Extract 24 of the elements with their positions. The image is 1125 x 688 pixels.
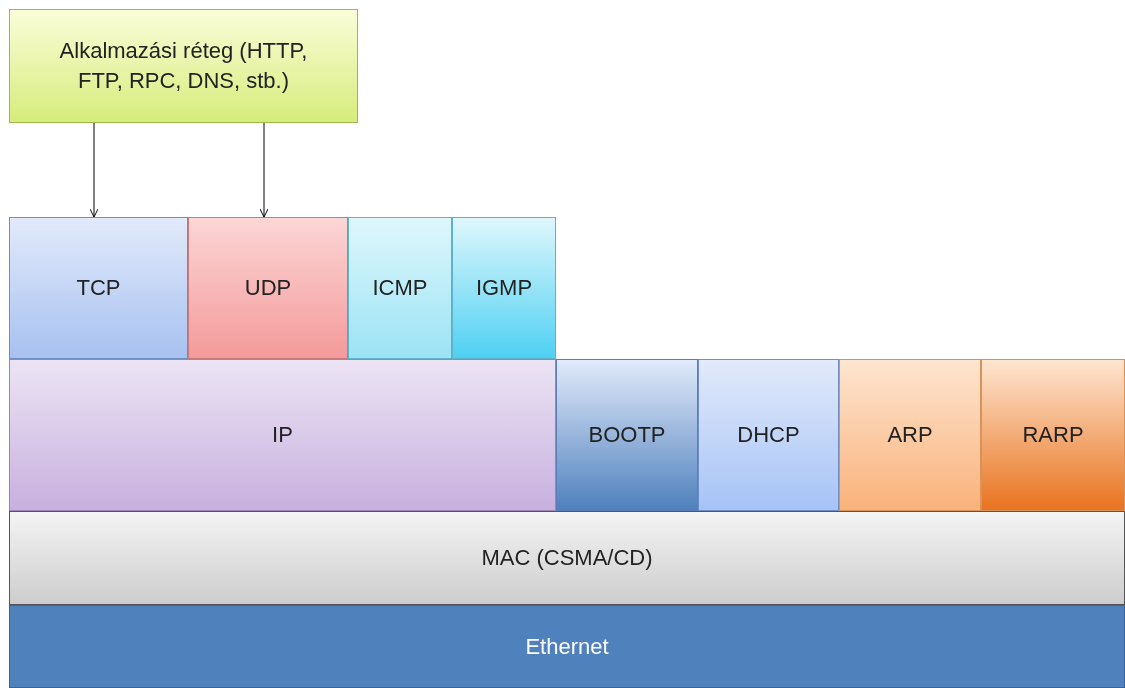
node-label: BOOTP xyxy=(588,421,666,450)
protocol-box xyxy=(839,359,981,511)
protocol-box xyxy=(348,217,452,359)
layer-box xyxy=(9,511,1125,605)
layer-box xyxy=(9,9,358,123)
node-label: Alkalmazási réteg (HTTP, FTP, RPC, DNS, stb.) xyxy=(58,37,309,95)
protocol-box xyxy=(9,217,188,359)
node-label: ICMP xyxy=(372,274,428,303)
node-label: UDP xyxy=(244,274,292,303)
node-label: ARP xyxy=(887,421,933,450)
node-label: TCP xyxy=(76,274,121,303)
protocol-box xyxy=(9,359,556,511)
node-label: IP xyxy=(272,421,293,450)
node-label: RARP xyxy=(1022,421,1084,450)
protocol-box xyxy=(188,217,348,359)
node-label: DHCP xyxy=(737,421,800,450)
protocol-box xyxy=(452,217,556,359)
layer-box xyxy=(9,605,1125,688)
node-label: MAC (CSMA/CD) xyxy=(481,544,653,573)
protocol-box xyxy=(981,359,1125,511)
protocol-box xyxy=(556,359,698,511)
protocol-box xyxy=(698,359,839,511)
node-label: Ethernet xyxy=(525,632,609,661)
node-label: IGMP xyxy=(475,274,533,303)
